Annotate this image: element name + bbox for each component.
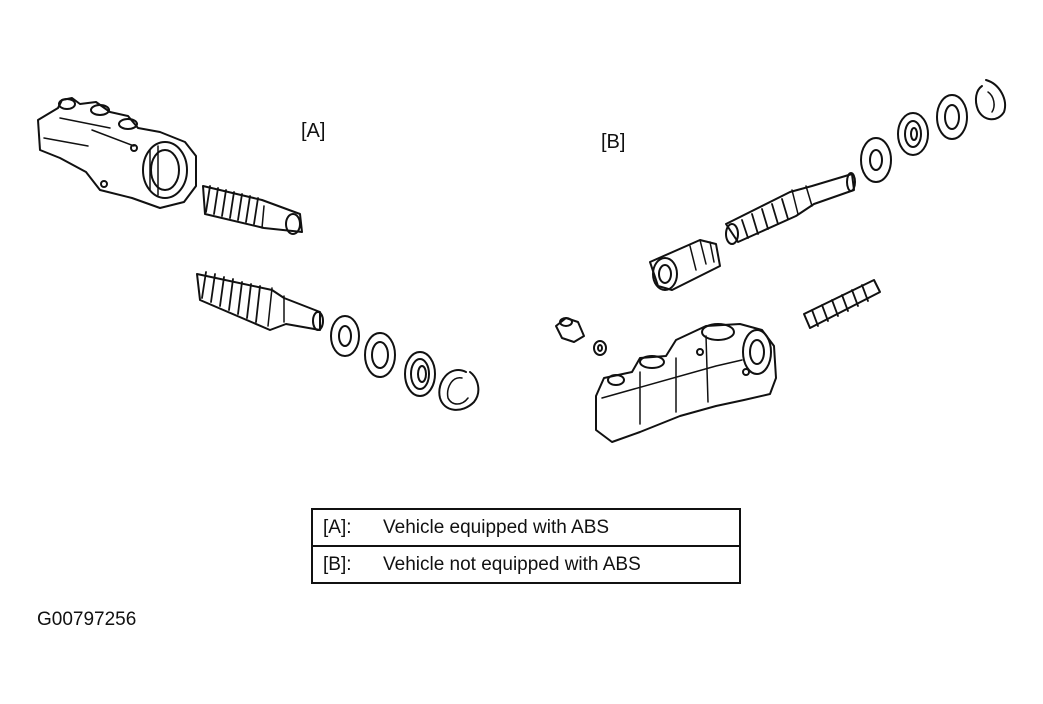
cup-seal-a	[364, 332, 396, 378]
legend-key: [B]:	[312, 545, 373, 583]
label-b: [B]	[601, 131, 626, 153]
primary-piston-b	[725, 172, 856, 245]
seal-ring-b	[860, 137, 892, 183]
piston-stop-b	[897, 112, 929, 156]
label-a: [A]	[301, 120, 326, 142]
legend-row: [A]: Vehicle equipped with ABS	[312, 509, 740, 546]
primary-piston-a	[196, 271, 324, 331]
secondary-piston-b	[649, 239, 721, 291]
snap-ring-b	[974, 79, 1006, 121]
washer-a	[330, 315, 360, 357]
legend-key: [A]:	[323, 516, 352, 538]
legend-row: [B]: Vehicle not equipped with ABS	[312, 545, 740, 583]
washer-b	[936, 94, 968, 140]
secondary-piston-a	[202, 185, 303, 235]
legend-text: Vehicle equipped with ABS	[383, 516, 610, 538]
snap-ring-a	[438, 369, 480, 411]
figure-id: G00797256	[37, 609, 137, 630]
stop-bolt-b	[555, 317, 585, 343]
legend-text: Vehicle not equipped with ABS	[373, 545, 740, 583]
assembly-b	[555, 79, 1006, 443]
return-spring-b	[803, 279, 881, 329]
master-cylinder-body-b	[595, 323, 777, 443]
assembly-a	[37, 97, 480, 411]
legend-table: [A]: Vehicle equipped with ABS [B]: Vehi…	[311, 508, 741, 584]
piston-stop-a	[404, 351, 436, 397]
master-cylinder-body-a	[37, 97, 197, 209]
gasket-b	[593, 340, 607, 356]
